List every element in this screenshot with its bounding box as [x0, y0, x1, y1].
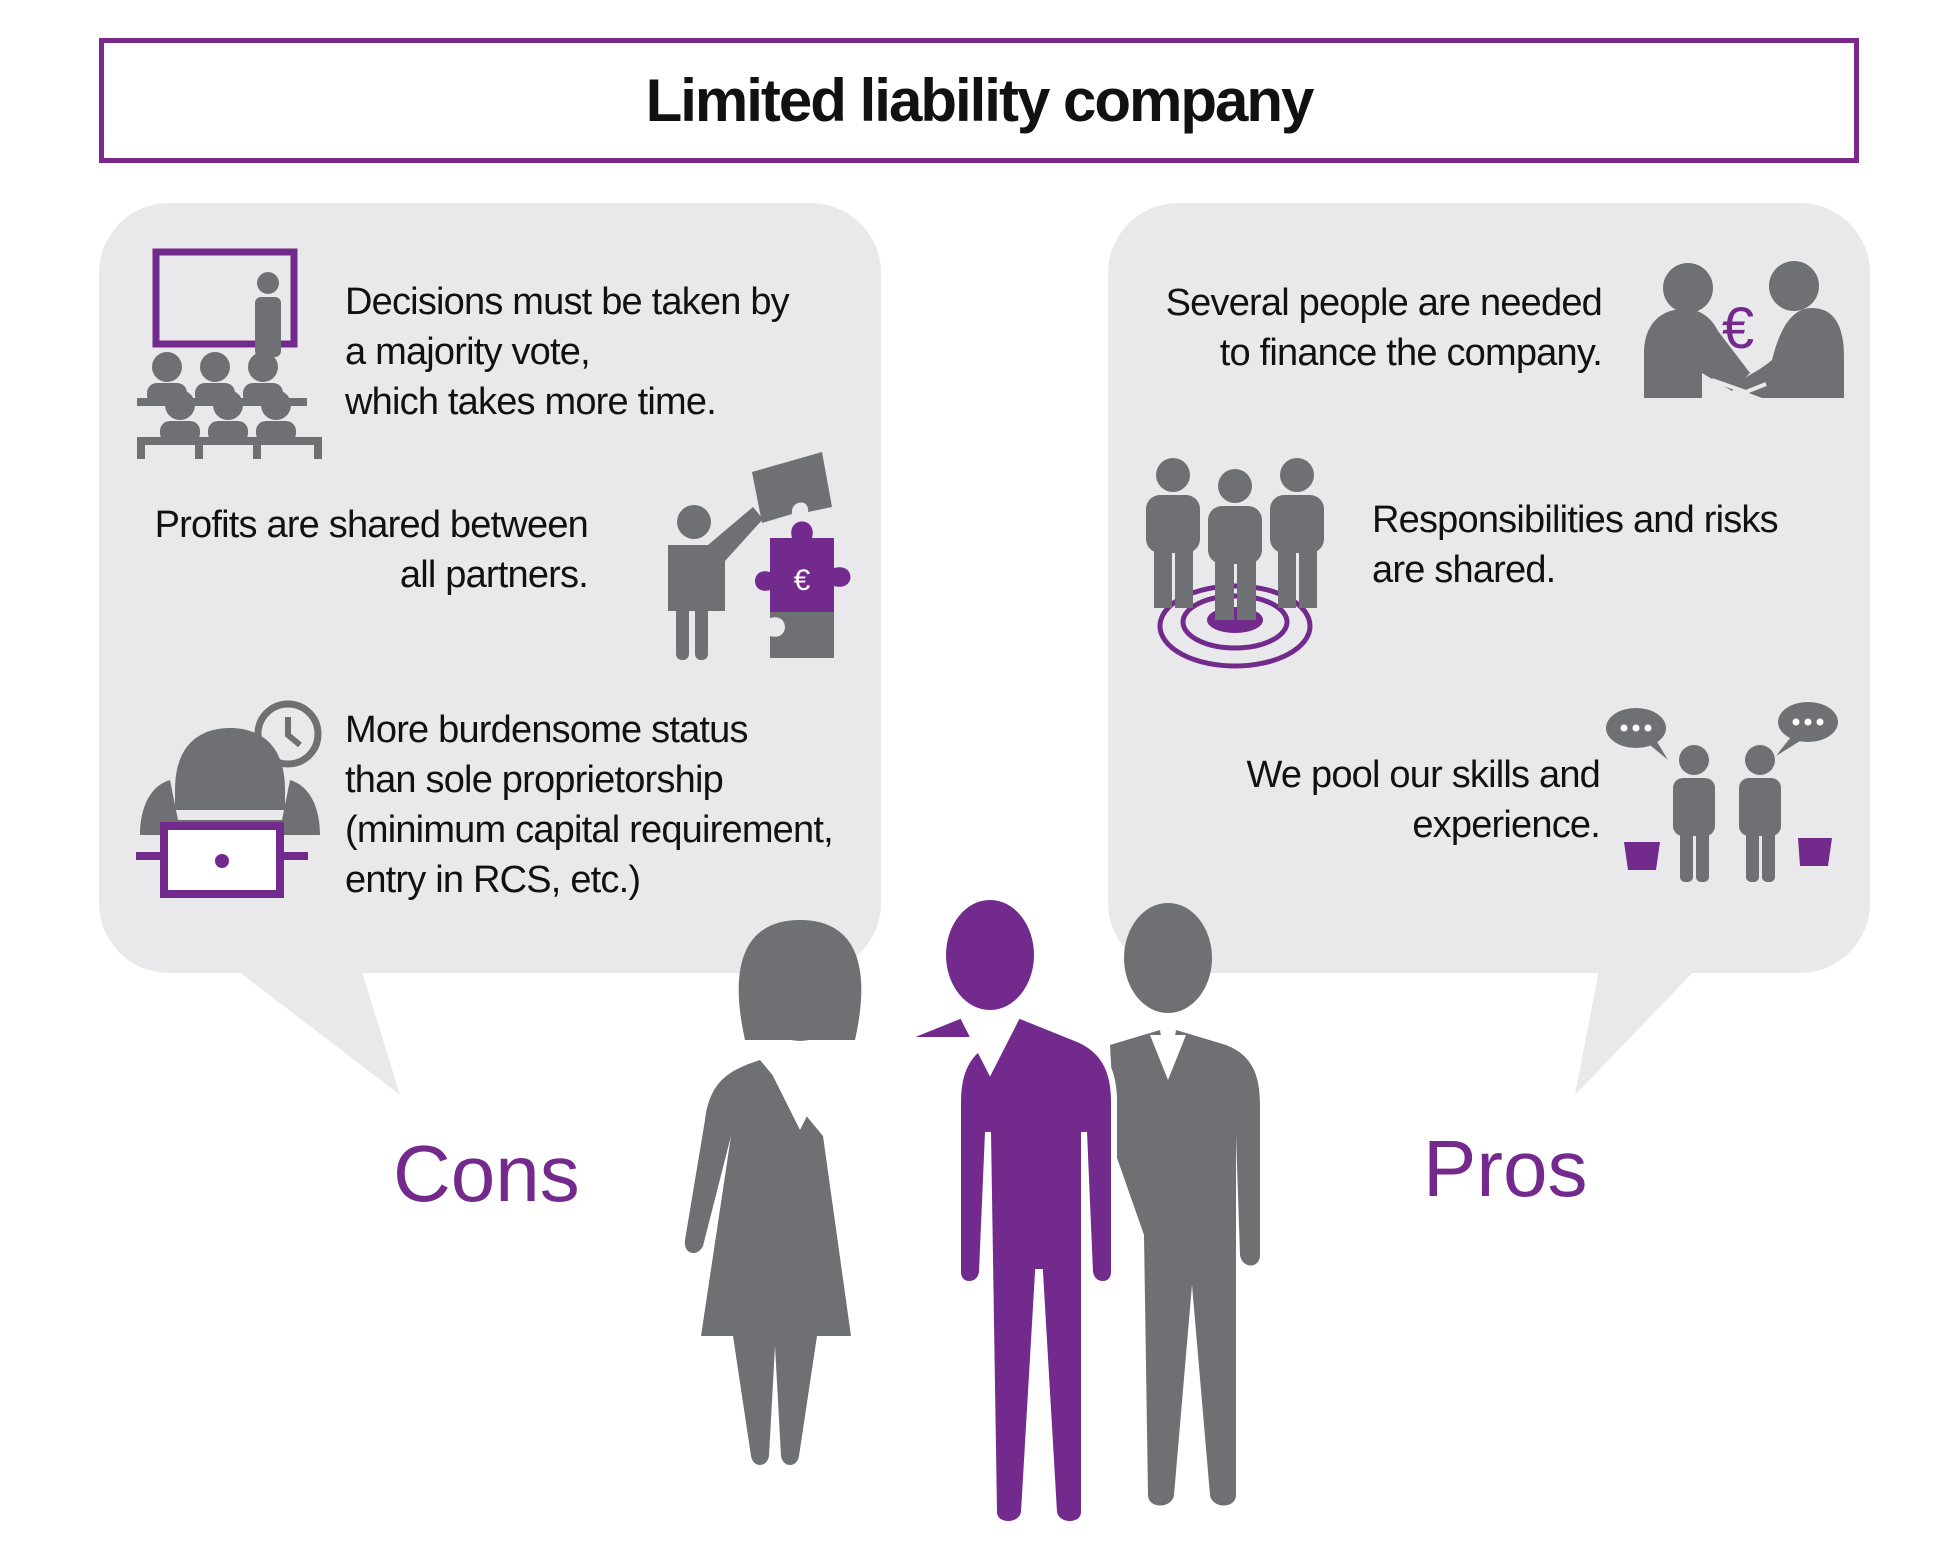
- pros-item-2-line-1: Responsibilities and risks: [1372, 499, 1779, 541]
- cons-item-3-line-3: (minimum capital requirement,: [345, 809, 834, 851]
- cons-item-2-line-2: all partners.: [399, 554, 589, 596]
- pros-item-1-text: Several people are needed to finance the…: [1100, 278, 1603, 378]
- pros-item-3-line-2: experience.: [1412, 804, 1600, 846]
- cons-item-1-line-2: a majority vote,: [345, 331, 591, 373]
- cons-item-3-text: More burdensome status than sole proprie…: [345, 705, 834, 905]
- pros-item-2-line-2: are shared.: [1372, 549, 1556, 591]
- page-title: Limited liability company: [645, 67, 1315, 134]
- pros-item-3-line-1: We pool our skills and: [1246, 754, 1601, 796]
- handshake-euro-icon: €: [1644, 261, 1844, 398]
- man-figure-right: [1110, 903, 1260, 1506]
- euro-symbol: €: [1722, 296, 1754, 361]
- cons-item-2-text: Profits are shared between all partners.: [120, 500, 589, 600]
- pros-item-1-line-2: to finance the company.: [1219, 332, 1603, 374]
- cons-item-3-line-1: More burdensome status: [345, 709, 749, 751]
- pros-label: Pros: [1423, 1124, 1588, 1213]
- worker-laptop-clock-icon: [136, 700, 322, 898]
- pros-item-3-text: We pool our skills and experience.: [1100, 750, 1601, 850]
- title-box: Limited liability company: [99, 38, 1859, 163]
- cons-label: Cons: [393, 1129, 580, 1218]
- people-target-icon: [1146, 458, 1324, 669]
- classroom-presentation-icon: [137, 248, 322, 459]
- euro-symbol: €: [794, 564, 811, 597]
- cons-item-1-line-3: which takes more time.: [345, 381, 717, 423]
- cons-bubble: [99, 203, 881, 1095]
- puzzle-euro-icon: €: [668, 452, 851, 660]
- woman-figure: [684, 920, 862, 1465]
- three-business-people-icon: [684, 893, 1260, 1527]
- cons-item-2-line-1: Profits are shared between: [154, 504, 589, 546]
- people-talking-briefcase-icon: [1606, 702, 1838, 882]
- cons-item-3-line-2: than sole proprietorship: [345, 759, 724, 801]
- pros-item-1-line-1: Several people are needed: [1165, 282, 1603, 324]
- cons-item-1-line-1: Decisions must be taken by: [345, 281, 790, 323]
- man-figure-center: [898, 893, 1117, 1527]
- cons-item-1-text: Decisions must be taken by a majority vo…: [345, 277, 790, 427]
- cons-item-3-line-4: entry in RCS, etc.): [345, 859, 641, 901]
- pros-item-2-text: Responsibilities and risks are shared.: [1372, 495, 1779, 595]
